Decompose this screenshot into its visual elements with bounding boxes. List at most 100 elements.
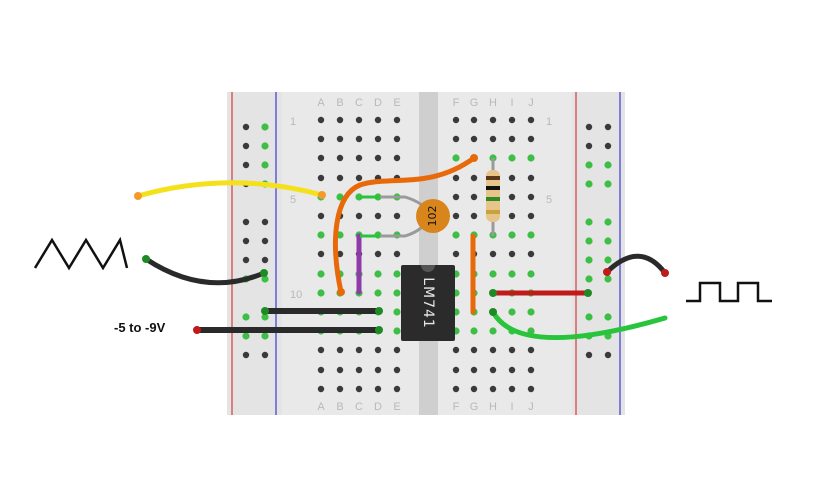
resistor-band-3	[486, 197, 500, 201]
row-number-10: 10	[290, 289, 302, 301]
breadboard-hole	[336, 250, 344, 258]
breadboard-hole	[393, 212, 401, 220]
column-label-h-bottom: H	[489, 401, 497, 413]
breadboard-hole	[508, 250, 516, 258]
right-black-wire-end-b	[661, 269, 669, 277]
breadboard-hole	[374, 116, 382, 124]
rail-hole	[242, 218, 250, 226]
breadboard-hole	[470, 385, 478, 393]
orange-wire-end-b	[470, 154, 478, 162]
breadboard-hole	[355, 212, 363, 220]
breadboard-hole	[393, 385, 401, 393]
rail-hole	[585, 218, 593, 226]
breadboard-hole	[393, 250, 401, 258]
chip-notch	[421, 265, 435, 272]
chip-label: LM741	[420, 277, 436, 329]
breadboard-hole	[452, 250, 460, 258]
breadboard-hole	[452, 174, 460, 182]
breadboard-hole	[393, 327, 401, 335]
row-number-5: 5	[290, 194, 296, 206]
breadboard-hole	[393, 366, 401, 374]
breadboard-hole	[336, 193, 344, 201]
breadboard-hole	[374, 135, 382, 143]
breadboard-hole	[452, 135, 460, 143]
column-label-c-top: C	[355, 97, 363, 109]
center-channel	[419, 92, 438, 415]
rail-hole	[604, 313, 612, 321]
breadboard-hole	[374, 289, 382, 297]
breadboard-hole	[317, 250, 325, 258]
column-label-c-bottom: C	[355, 401, 363, 413]
breadboard-hole	[508, 366, 516, 374]
capacitor-label: 102	[426, 206, 439, 227]
breadboard-hole	[527, 154, 535, 162]
breadboard-hole	[508, 174, 516, 182]
breadboard-hole	[508, 193, 516, 201]
rail-hole	[604, 142, 612, 150]
breadboard-hole	[527, 270, 535, 278]
rail-hole	[242, 237, 250, 245]
supply-wire-end-left	[193, 326, 201, 334]
supply-voltage-label: -5 to -9V	[114, 320, 166, 335]
breadboard-hole	[336, 116, 344, 124]
breadboard-hole	[508, 135, 516, 143]
breadboard-hole	[489, 366, 497, 374]
red-wire-end-a	[489, 289, 497, 297]
rail-hole	[604, 275, 612, 283]
breadboard-hole	[489, 250, 497, 258]
breadboard-hole	[374, 154, 382, 162]
breadboard-hole	[527, 250, 535, 258]
column-label-i-top: I	[510, 97, 513, 109]
rail-hole	[585, 256, 593, 264]
rail-hole	[261, 142, 269, 150]
rail-hole	[604, 180, 612, 188]
breadboard-hole	[317, 135, 325, 143]
column-label-a-top: A	[317, 97, 325, 109]
breadboard-hole	[470, 174, 478, 182]
breadboard-hole	[527, 135, 535, 143]
breadboard-hole	[452, 116, 460, 124]
breadboard-hole	[452, 366, 460, 374]
breadboard-hole	[508, 385, 516, 393]
black-wire-end-a	[142, 255, 150, 263]
orange-feedback-wire	[332, 155, 477, 295]
breadboard-hole	[489, 327, 497, 335]
rail-hole	[242, 332, 250, 340]
breadboard-hole	[527, 366, 535, 374]
rail-hole	[261, 332, 269, 340]
yellow-wire-end-right	[318, 191, 326, 199]
breadboard-hole	[355, 193, 363, 201]
supply-wire-end-right	[375, 326, 383, 334]
column-label-d-top: D	[374, 97, 382, 109]
breadboard-hole	[470, 327, 478, 335]
breadboard-hole	[470, 366, 478, 374]
breadboard-hole	[355, 385, 363, 393]
breadboard-hole	[527, 174, 535, 182]
rail-hole	[242, 351, 250, 359]
breadboard-hole	[489, 385, 497, 393]
breadboard-hole	[470, 193, 478, 201]
rail-hole	[261, 161, 269, 169]
breadboard-hole	[393, 116, 401, 124]
rail-hole	[585, 161, 593, 169]
breadboard-hole	[317, 174, 325, 182]
rail-hole	[261, 275, 269, 283]
column-label-a-bottom: A	[317, 401, 325, 413]
column-label-e-top: E	[393, 97, 400, 109]
resistor-band-2	[486, 186, 500, 190]
breadboard-hole	[470, 116, 478, 124]
green-wire-end-left	[489, 308, 497, 316]
breadboard-hole	[355, 174, 363, 182]
breadboard-hole	[393, 270, 401, 278]
breadboard-hole	[393, 154, 401, 162]
breadboard-hole	[317, 385, 325, 393]
column-label-j-top: J	[528, 97, 534, 109]
rail-hole	[585, 142, 593, 150]
resistor-band-1	[486, 176, 500, 180]
column-label-j-bottom: J	[528, 401, 534, 413]
resistor-body	[486, 170, 500, 222]
right-power-rail	[572, 92, 625, 415]
breadboard-hole	[393, 346, 401, 354]
breadboard-hole	[317, 366, 325, 374]
rail-hole	[261, 218, 269, 226]
